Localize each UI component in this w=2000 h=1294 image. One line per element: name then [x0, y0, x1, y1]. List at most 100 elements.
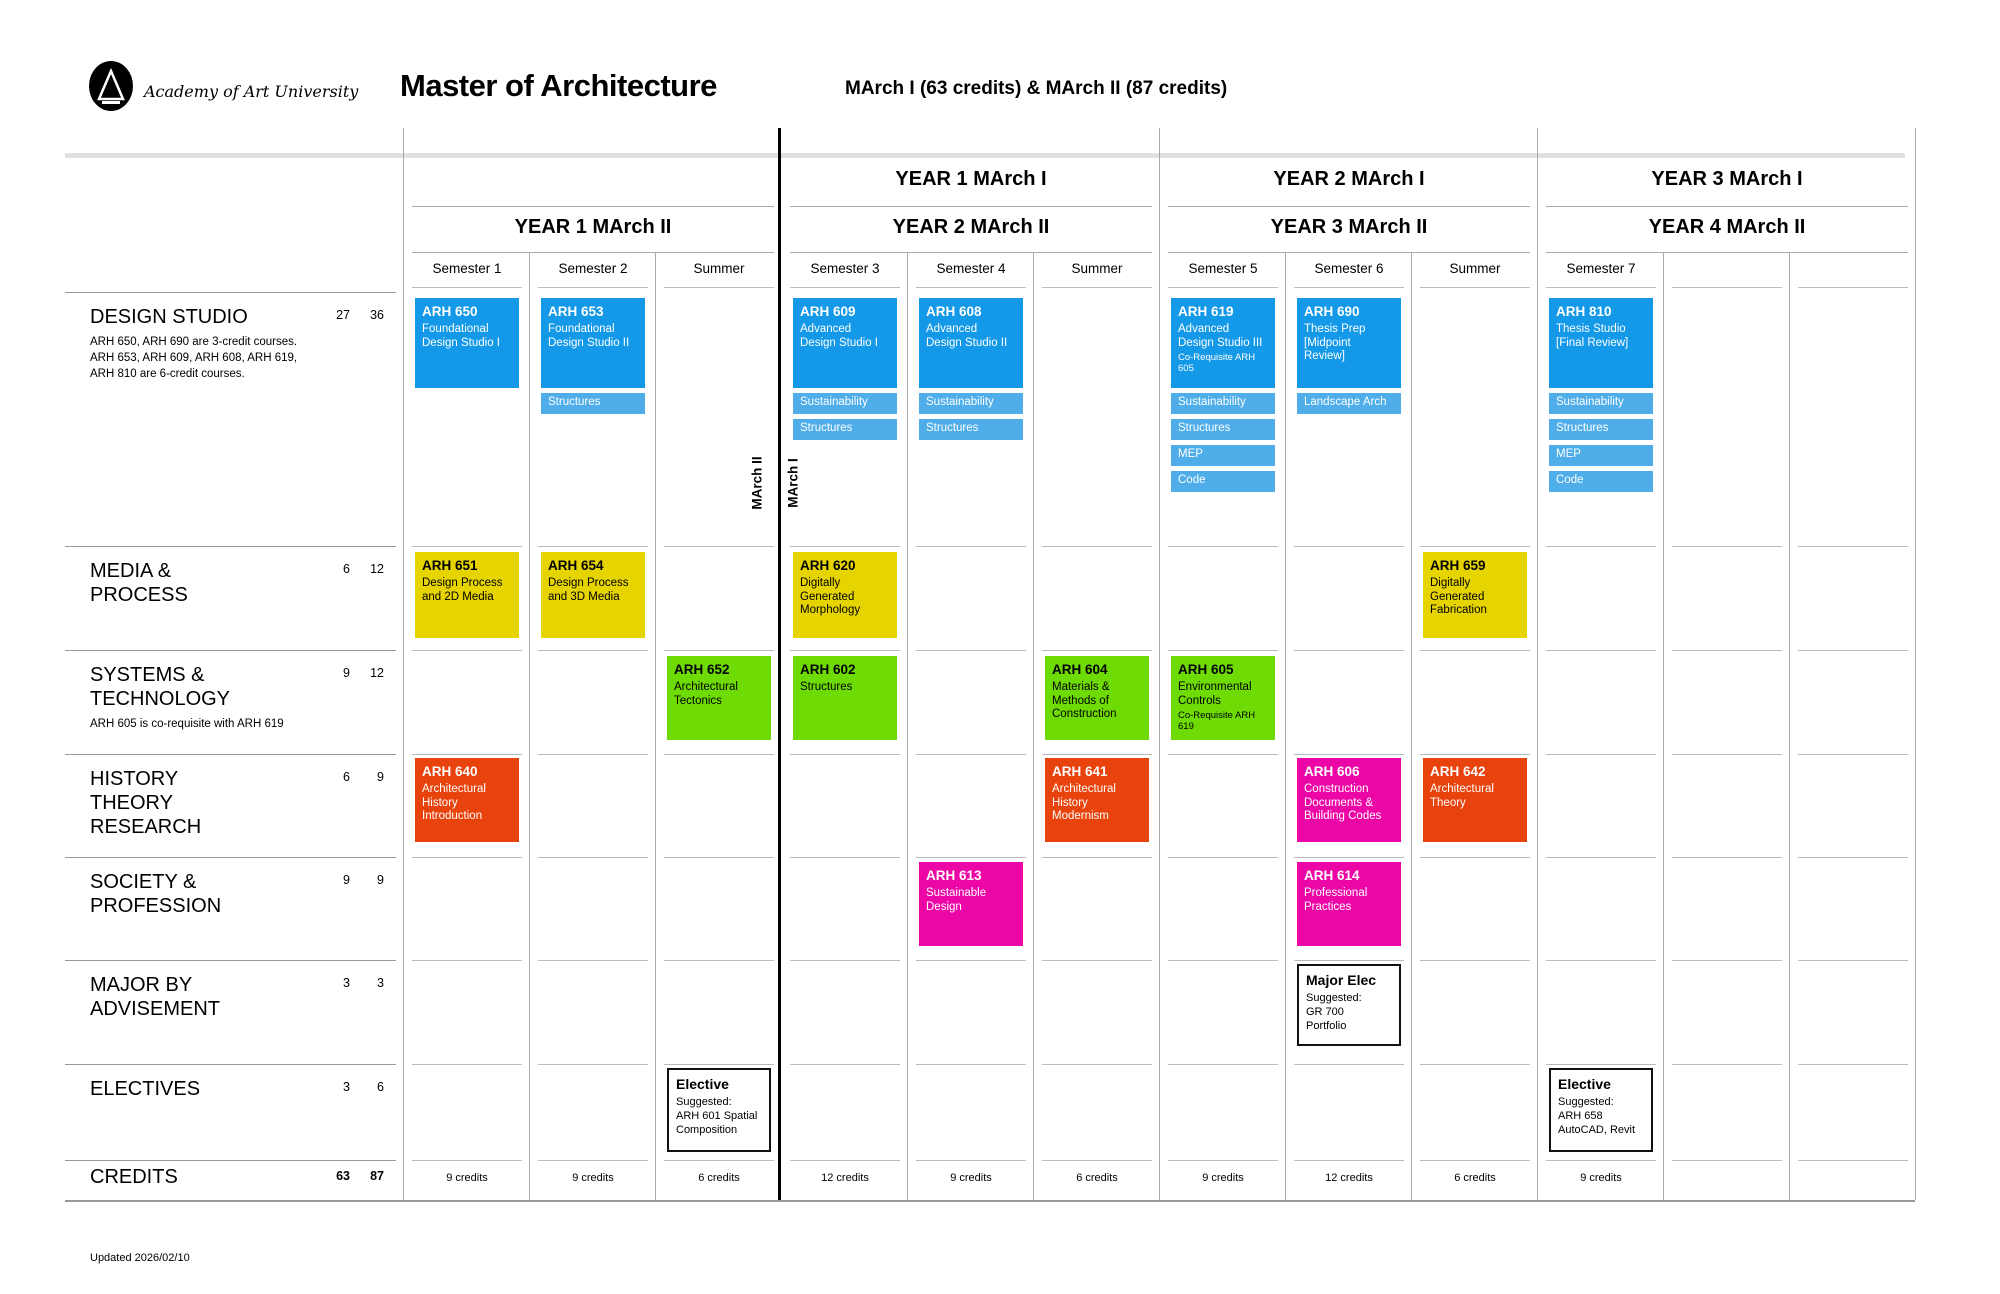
cell-separator — [1294, 960, 1404, 961]
column-credit-total: 6 credits — [1454, 1172, 1496, 1184]
course-title: Foundational Design Studio II — [548, 323, 630, 349]
course-line: GR 700 — [1306, 1006, 1344, 1018]
semester-label: Summer — [1071, 261, 1123, 276]
group-divider-line — [1915, 128, 1916, 1200]
cell-separator — [790, 754, 900, 755]
category-label: RESEARCH — [90, 816, 202, 838]
semester-underline — [412, 287, 522, 288]
category-march2-credits: 9 — [377, 770, 384, 784]
category-note: ARH 653, ARH 609, ARH 608, ARH 619, — [90, 352, 298, 364]
cell-separator — [1294, 1160, 1404, 1161]
row-separator — [65, 857, 396, 858]
page-subtitle: MArch I (63 credits) & MArch II (87 cred… — [845, 78, 1228, 99]
category-label: MAJOR BY — [90, 974, 193, 996]
cell-separator — [412, 546, 522, 547]
cell-separator — [1294, 754, 1404, 755]
year-march1-title: YEAR 2 MArch I — [1273, 168, 1425, 190]
course-code: ARH 604 — [1052, 662, 1108, 677]
cell-separator — [1798, 546, 1908, 547]
cell-separator — [1168, 1160, 1278, 1161]
year-row-underline — [790, 206, 1152, 207]
course-title: Design Process and 3D Media — [548, 577, 629, 603]
semester-label: Semester 7 — [1566, 261, 1636, 276]
cell-separator — [1420, 546, 1530, 547]
cell-separator — [1294, 1064, 1404, 1065]
cell-separator — [1798, 754, 1908, 755]
row-separator — [65, 292, 396, 293]
year-march2-title: YEAR 4 MArch II — [1648, 216, 1806, 238]
cell-separator — [1168, 1064, 1278, 1065]
year-march2-title: YEAR 1 MArch II — [514, 216, 672, 238]
cell-separator — [790, 1064, 900, 1065]
column-credit-total: 9 credits — [572, 1172, 614, 1184]
cell-separator — [412, 754, 522, 755]
page-title: Master of Architecture — [400, 68, 717, 103]
course-title: Structures — [800, 681, 853, 693]
cell-separator — [916, 650, 1026, 651]
semester-underline — [916, 287, 1026, 288]
course-code: ARH 654 — [548, 558, 604, 573]
cell-separator — [1672, 857, 1782, 858]
course-tag-structures: Structures — [919, 419, 1023, 440]
semester-label: Semester 5 — [1188, 261, 1258, 276]
course-code: ARH 614 — [1304, 868, 1360, 883]
semester-underline — [1042, 287, 1152, 288]
course-tag-landscape-arch: Landscape Arch — [1297, 393, 1401, 414]
credits-march2-total: 87 — [370, 1169, 384, 1183]
cell-separator — [664, 1160, 774, 1161]
category-march1-credits: 6 — [343, 770, 350, 784]
cell-separator — [412, 650, 522, 651]
cell-separator — [664, 1064, 774, 1065]
cell-separator — [1420, 960, 1530, 961]
group-divider-line — [403, 128, 404, 1200]
course-tag-code: Code — [1549, 471, 1653, 492]
course-tag-code: Code — [1171, 471, 1275, 492]
course-title: Materials & Methods of Construction — [1052, 681, 1117, 720]
cell-separator — [1672, 1064, 1782, 1065]
year-row-underline — [412, 252, 774, 253]
cell-separator — [790, 650, 900, 651]
cell-separator — [412, 960, 522, 961]
course-title: Construction Documents & Building Codes — [1304, 783, 1382, 822]
category-label: ELECTIVES — [90, 1078, 201, 1100]
column-credit-total: 9 credits — [446, 1172, 488, 1184]
march1-rotated-label: MArch I — [785, 458, 801, 508]
category-march2-credits: 3 — [377, 976, 384, 990]
march2-rotated-label: MArch II — [749, 456, 765, 510]
cell-separator — [1042, 650, 1152, 651]
course-tag-mep: MEP — [1171, 445, 1275, 466]
cell-separator — [1672, 960, 1782, 961]
cell-separator — [1546, 650, 1656, 651]
course-code: ARH 620 — [800, 558, 856, 573]
course-tag-structures: Structures — [1549, 419, 1653, 440]
cell-separator — [1168, 960, 1278, 961]
year-row-underline — [790, 252, 1152, 253]
cell-separator — [664, 546, 774, 547]
course-code: Major Elec — [1306, 972, 1377, 988]
course-title: Environmental Controls — [1178, 681, 1252, 707]
cell-separator — [1294, 546, 1404, 547]
course-code: ARH 651 — [422, 558, 478, 573]
cell-separator — [1798, 650, 1908, 651]
cell-separator — [1420, 754, 1530, 755]
course-title: Advanced Design Studio I — [800, 323, 878, 349]
column-divider-line — [1033, 253, 1034, 1200]
course-corequisite-note: Co-Requisite ARH 605 — [1178, 352, 1256, 374]
year-row-underline — [1168, 252, 1530, 253]
column-credit-total: 12 credits — [821, 1172, 869, 1184]
cell-separator — [790, 1160, 900, 1161]
cell-separator — [1798, 960, 1908, 961]
course-tag-sustainability: Sustainability — [1549, 393, 1653, 414]
course-code: ARH 606 — [1304, 764, 1360, 779]
